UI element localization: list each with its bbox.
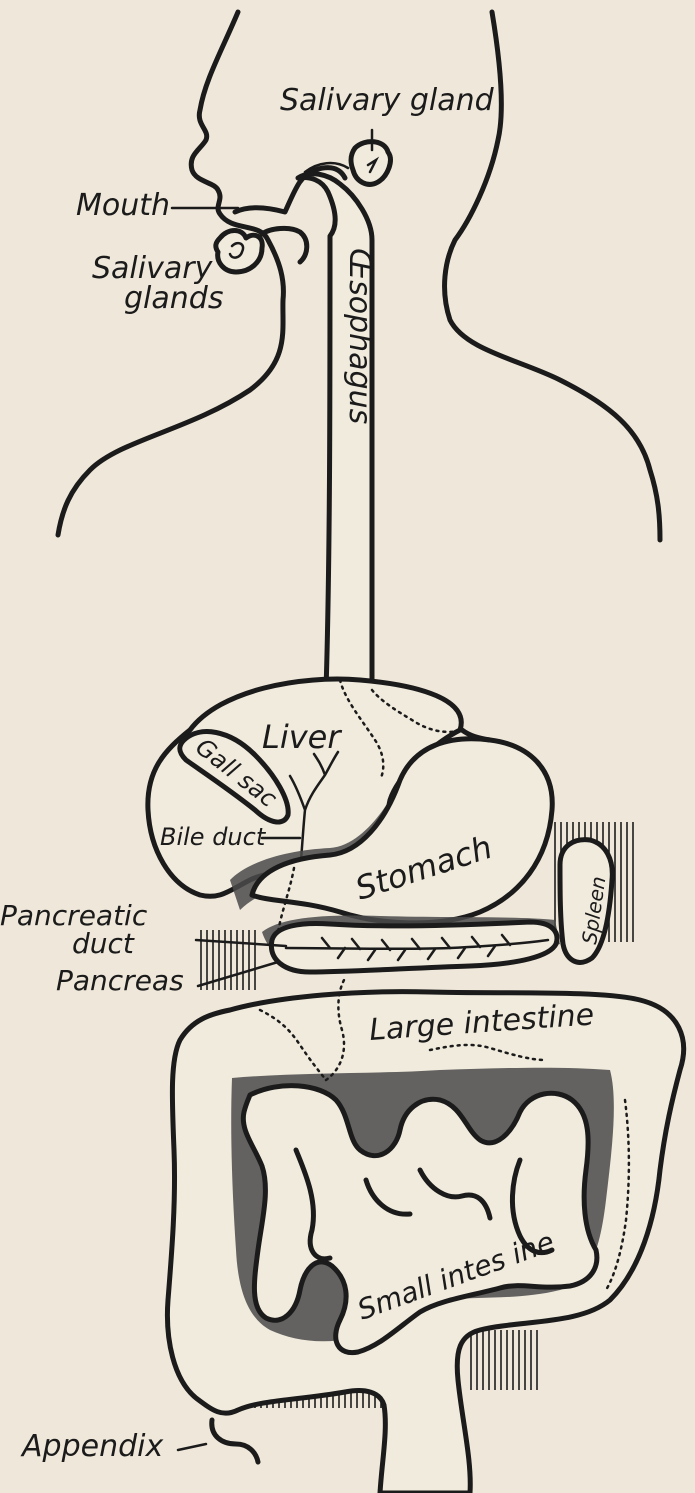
appendix-leader [178, 1444, 206, 1450]
oesophagus-label: Œsophagus [342, 248, 377, 424]
appendix-outline [212, 1420, 258, 1462]
liver-label: Liver [262, 718, 342, 756]
lower-salivary-glands [216, 231, 262, 273]
bile-duct-label: Bile duct [160, 823, 267, 851]
pancreas-label: Pancreas [56, 964, 184, 997]
appendix-label: Appendix [20, 1429, 163, 1464]
pancreas-hatch-shadow [196, 930, 256, 990]
salivary-glands-label-line2: glands [124, 281, 223, 316]
pancreatic-duct-label-line2: duct [72, 927, 135, 960]
intestine-hatch-shadow-right [470, 1330, 540, 1390]
salivary-gland-label: Salivary gland [280, 83, 495, 118]
mouth-label: Mouth [76, 188, 170, 223]
